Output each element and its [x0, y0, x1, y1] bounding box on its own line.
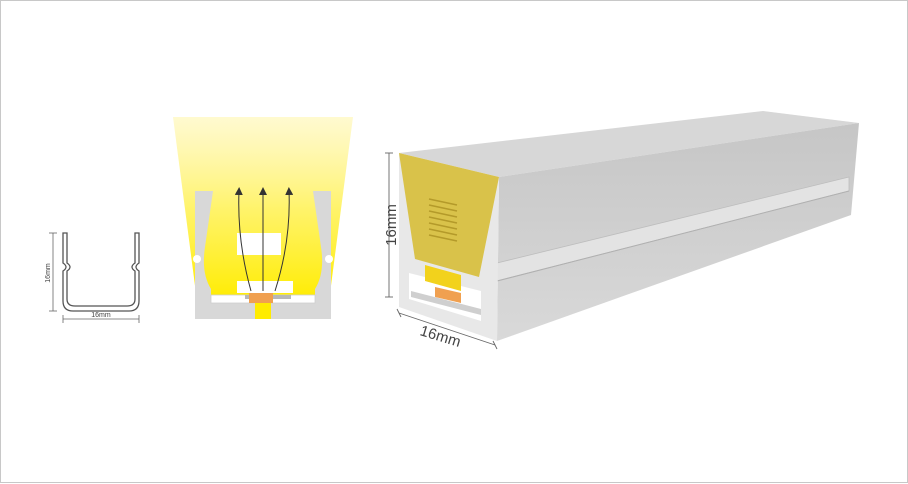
- led-chip: [249, 293, 273, 303]
- light-ray-arrow-icon: [274, 187, 294, 292]
- profile-height-label: 16mm: [45, 263, 52, 283]
- light-ray-arrow-icon: [234, 187, 252, 292]
- product-top-face: [399, 111, 859, 177]
- light-cross-section: [173, 117, 353, 319]
- profile-line-drawing: 16mm 16mm: [45, 232, 140, 323]
- product-led-chip: [435, 287, 461, 303]
- product-3d-view: 16mm 16mm: [383, 111, 859, 351]
- bottom-light-slot: [255, 303, 271, 319]
- product-height-label: 16mm: [383, 204, 400, 246]
- profile-outline: [62, 232, 140, 312]
- product-width-dimension-line: [398, 312, 496, 346]
- inner-cavity: [237, 233, 281, 255]
- profile-width-label: 16mm: [91, 312, 111, 319]
- diffuser-grille: [428, 198, 458, 242]
